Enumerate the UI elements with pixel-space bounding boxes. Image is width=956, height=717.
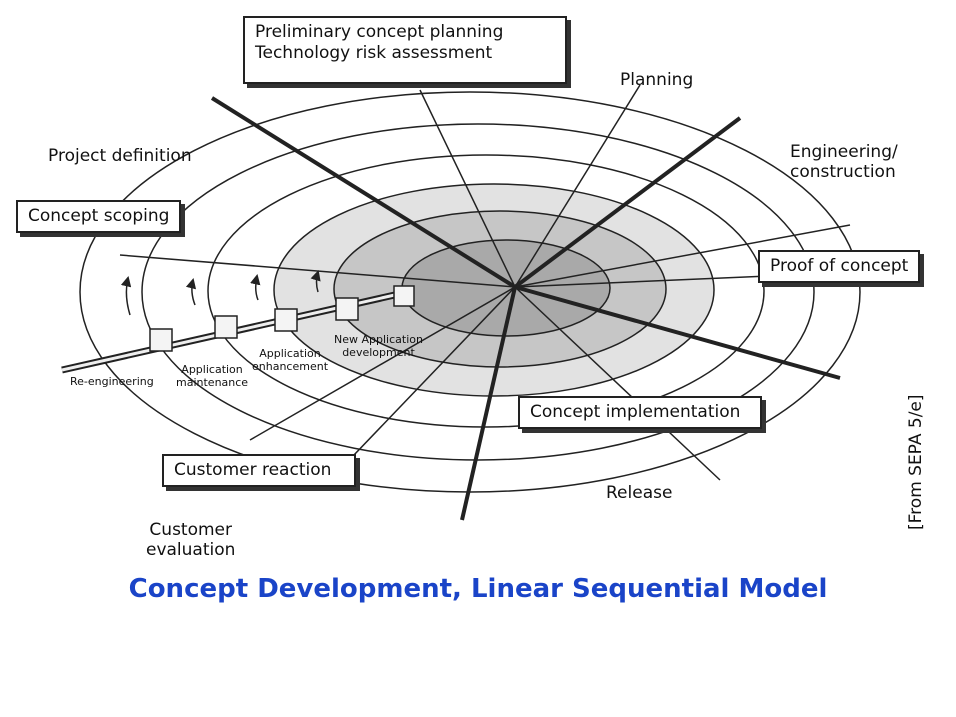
concept-scoping-box: Concept scoping [16, 200, 182, 234]
stage-label-reengineering: Re-engineering [70, 375, 154, 388]
stage-cubes [149, 285, 415, 352]
stage-arrows [120, 269, 321, 316]
source-note: [From SEPA 5/e] [906, 394, 926, 530]
release-label: Release [606, 483, 673, 503]
ring-2 [141, 123, 815, 461]
engineering-construction-label: Engineering/ construction [790, 142, 898, 183]
page-title: Concept Development, Linear Sequential M… [128, 574, 828, 604]
customer-reaction-box: Customer reaction [162, 454, 356, 488]
spoke-lines [119, 84, 861, 481]
planning-box: Preliminary concept planning Technology … [243, 16, 567, 84]
customer-evaluation-label: Customer evaluation [146, 520, 236, 561]
concept-implementation-box: Concept implementation [518, 396, 762, 430]
stage-label-maintenance: Application maintenance [176, 363, 249, 389]
stage-label-new-development: New Application development [334, 333, 423, 359]
planning-label: Planning [620, 70, 694, 90]
proof-of-concept-box: Proof of concept [758, 250, 921, 284]
project-definition-label: Project definition [48, 146, 192, 166]
radial-lines [210, 96, 841, 521]
stage-label-enhancement: Application enhancement [252, 347, 329, 373]
